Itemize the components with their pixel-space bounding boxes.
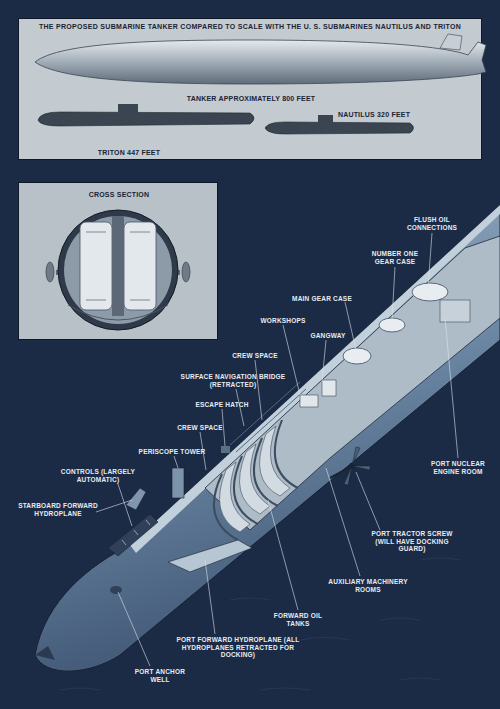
part-label: CREW SPACE	[225, 352, 285, 360]
leader-line	[283, 325, 300, 395]
leader-line	[356, 472, 380, 530]
leader-line	[222, 409, 225, 446]
leader-line	[428, 233, 432, 288]
part-label: ESCAPE HATCH	[187, 401, 257, 409]
panel-label: TANKER APPROXIMATELY 800 FEET	[151, 95, 351, 103]
part-label: FORWARD OIL TANKS	[268, 612, 328, 627]
inset-panel: CROSS SECTION	[18, 182, 218, 340]
part-label: SURFACE NAVIGATION BRIDGE (RETRACTED)	[177, 373, 289, 388]
leader-line	[96, 500, 132, 512]
leader-lines	[96, 233, 458, 666]
part-label: PORT NUCLEAR ENGINE ROOM	[422, 460, 494, 475]
part-label: WORKSHOPS	[253, 317, 313, 325]
panel-label: NAUTILUS 320 FEET	[304, 111, 444, 119]
leader-line	[345, 302, 356, 350]
comparison-panel: TANKER APPROXIMATELY 800 FEET TRITON 447 …	[18, 18, 482, 160]
part-label: AUXILIARY MACHINERY ROOMS	[328, 578, 408, 593]
leader-line	[205, 560, 215, 634]
panel-label: CROSS SECTION	[19, 191, 219, 199]
part-label: MAIN GEAR CASE	[282, 295, 362, 303]
submarine-cutaway	[35, 205, 500, 671]
part-label: GANGWAY	[303, 332, 353, 340]
part-label: PORT TRACTOR SCREW (WILL HAVE DOCKING GU…	[366, 530, 458, 553]
scale-comparison	[35, 34, 486, 134]
part-label: CREW SPACE	[170, 424, 230, 432]
leader-line	[392, 267, 395, 320]
leader-line	[118, 592, 150, 666]
panel-label: TRITON 447 FEET	[49, 149, 209, 157]
leader-line	[268, 500, 298, 610]
part-label: PORT FORWARD HYDROPLANE (ALL HYDROPLANES…	[172, 636, 304, 659]
part-label: PORT ANCHOR WELL	[125, 668, 195, 683]
leader-line	[200, 432, 206, 470]
part-label: FLUSH OIL CONNECTIONS	[401, 216, 463, 231]
part-label: PERISCOPE TOWER	[132, 448, 212, 456]
leader-line	[118, 484, 132, 526]
leader-line	[174, 456, 178, 468]
leader-line	[445, 318, 458, 458]
leader-line	[326, 468, 360, 576]
part-label: STARBOARD FORWARD HYDROPLANE	[16, 502, 100, 517]
leader-line	[255, 360, 262, 420]
sea-texture	[60, 558, 460, 690]
leader-line	[322, 340, 326, 382]
cross-section-art	[46, 210, 190, 330]
leader-line	[236, 389, 244, 426]
part-label: NUMBER ONE GEAR CASE	[364, 250, 426, 265]
part-label: CONTROLS (LARGELY AUTOMATIC)	[57, 468, 139, 483]
